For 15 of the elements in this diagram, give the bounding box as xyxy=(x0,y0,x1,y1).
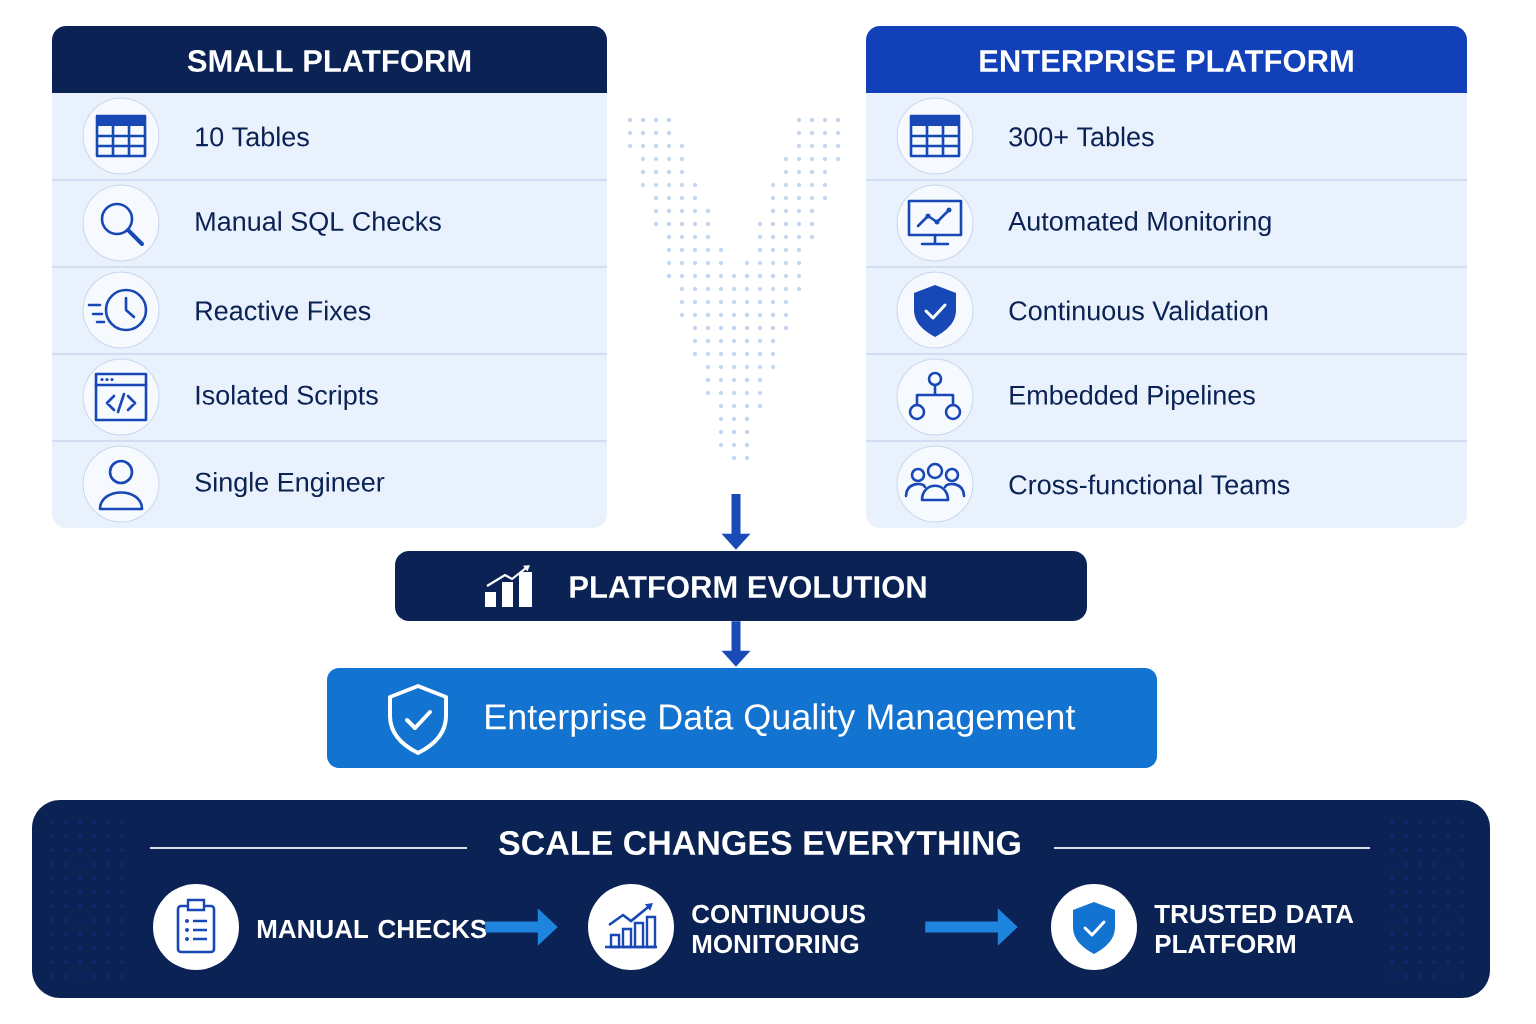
step-label: MANUAL CHECKS xyxy=(257,919,487,939)
row-label: 300+ Tables xyxy=(1009,126,1154,147)
row-label: Single Engineer xyxy=(195,471,385,498)
row-label: Isolated Scripts xyxy=(196,384,378,411)
row-label: Automated Monitoring xyxy=(1008,210,1271,237)
result-box: Enterprise Data Quality Management xyxy=(327,668,1157,768)
step-label: TRUSTED DATA PLATFORM xyxy=(1154,904,1354,954)
row-label: Reactive Fixes xyxy=(196,300,371,321)
row-label: Manual SQL Checks xyxy=(196,211,441,236)
row-label: 10 Tables xyxy=(196,126,309,147)
row-label: Cross-functional Teams xyxy=(1009,474,1290,495)
row-label: Continuous Validation xyxy=(1009,300,1268,321)
step-label: CONTINUOUS MONITORING xyxy=(692,904,865,954)
stage-box: PLATFORM EVOLUTION xyxy=(395,551,1087,621)
row-label: Embedded Pipelines xyxy=(1010,384,1255,411)
